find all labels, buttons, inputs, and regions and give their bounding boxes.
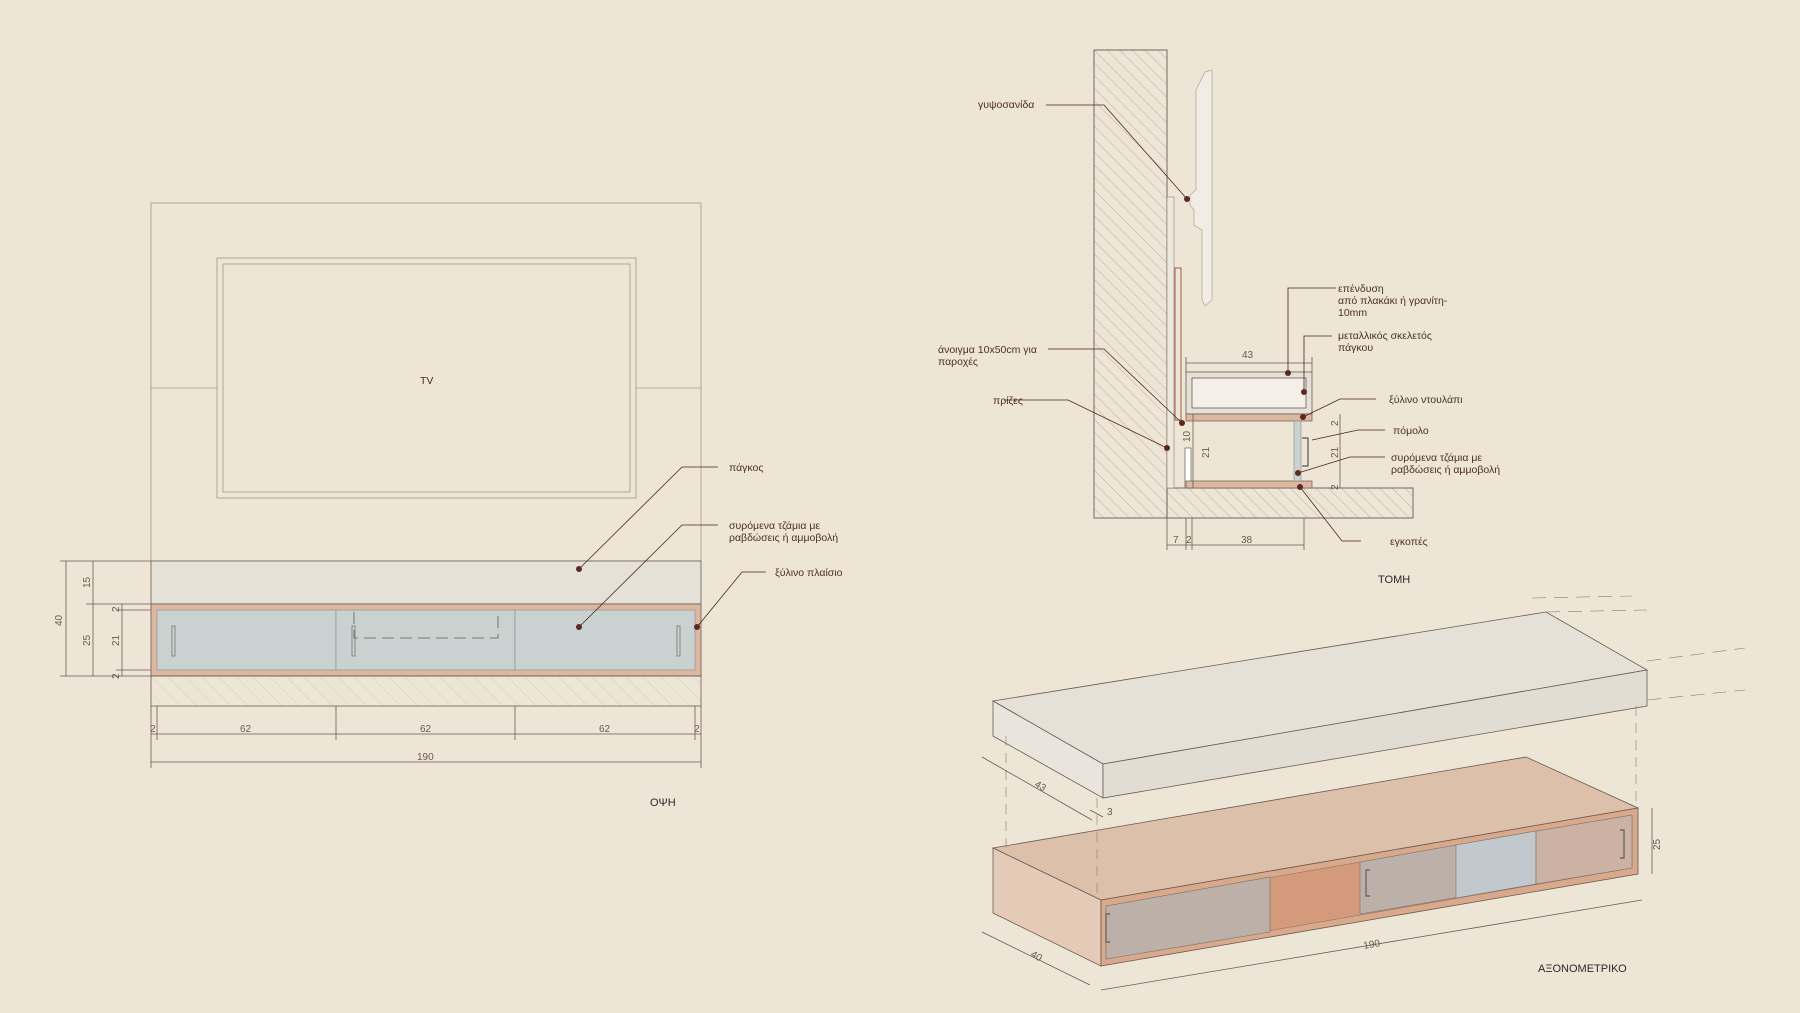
axo-dims: 43 3 25 40 190 bbox=[981, 756, 1663, 991]
dim-section-inner: 38 bbox=[1241, 535, 1253, 546]
elevation-title: ΟΨΗ bbox=[650, 797, 676, 809]
axonometric-title: ΑΞΟΝΟΜΕΤΡΙΚΟ bbox=[1538, 963, 1627, 975]
tv-label: TV bbox=[420, 375, 433, 387]
floor-slab bbox=[1166, 487, 1414, 519]
label-glass-1: συρόμενα τζάμια με bbox=[1391, 452, 1482, 464]
label-cladding-1: επένδυση bbox=[1338, 283, 1384, 295]
dim-section-upper: 10 bbox=[1182, 430, 1193, 442]
elevation-vertical-dims: 40 15 25 21 2 2 bbox=[54, 560, 151, 679]
axo-dim-width: 190 bbox=[1363, 938, 1382, 952]
dim-panel-3: 62 bbox=[599, 724, 611, 735]
label-counter: πάγκος bbox=[729, 462, 763, 474]
label-opening-2: παροχές bbox=[938, 356, 978, 368]
dim-bottom-thickness: 2 bbox=[111, 673, 122, 679]
label-metal-frame-1: μεταλλικός σκελετός bbox=[1338, 330, 1432, 342]
cabinet-top-shelf bbox=[1185, 413, 1313, 422]
label-glass-2: ραβδώσεις ή αμμοβολή bbox=[1391, 464, 1500, 476]
elevation-horizontal-dims: 2 62 62 62 2 190 bbox=[150, 706, 702, 768]
handle-section bbox=[1302, 437, 1309, 467]
label-sliding-glass-2: ραβδώσεις ή αμμοβολή bbox=[729, 532, 838, 544]
dim-section-lower: 21 bbox=[1201, 446, 1212, 458]
axo-dim-height: 25 bbox=[1652, 838, 1663, 850]
axo-counter-side bbox=[1102, 669, 1648, 799]
label-handle: πόμολο bbox=[1393, 425, 1429, 437]
section-title: ΤΟΜΗ bbox=[1378, 574, 1410, 586]
service-opening bbox=[1174, 267, 1182, 421]
label-metal-frame-2: πάγκου bbox=[1338, 342, 1373, 354]
dim-inner-height: 21 bbox=[111, 634, 122, 646]
metal-frame-section bbox=[1191, 377, 1307, 409]
dim-section-depth: 43 bbox=[1242, 350, 1254, 361]
tv-outer-frame bbox=[216, 257, 637, 499]
glass-panel-1 bbox=[156, 609, 337, 671]
label-cladding-3: 10mm bbox=[1338, 307, 1367, 319]
label-cladding-2: από πλακάκι ή γρανίτη- bbox=[1338, 295, 1448, 307]
label-opening-1: άνοιγμα 10x50cm για bbox=[938, 344, 1037, 356]
plasterboard-layer bbox=[1166, 196, 1175, 489]
dim-panel-2: 62 bbox=[420, 724, 432, 735]
section-leaders bbox=[1004, 104, 1385, 542]
masonry-wall bbox=[1093, 49, 1168, 519]
dim-body-height: 25 bbox=[82, 634, 93, 646]
dim-total-height: 40 bbox=[54, 614, 65, 626]
handle-right bbox=[676, 625, 681, 657]
dim-section-gap: 7 bbox=[1173, 535, 1179, 546]
dim-side-left: 2 bbox=[150, 724, 156, 735]
dim-counter-height: 15 bbox=[82, 576, 93, 588]
axo-dim-overhang: 3 bbox=[1107, 807, 1113, 818]
label-wood-frame: ξύλινο πλαίσιο bbox=[775, 567, 843, 579]
handle-left bbox=[171, 625, 176, 657]
elevation-leaders bbox=[576, 466, 766, 630]
dim-section-mid: 21 bbox=[1330, 446, 1341, 458]
label-notches: εγκοπές bbox=[1390, 536, 1428, 548]
section-view: 43 10 21 2 21 2 7 2 38 bbox=[938, 49, 1500, 586]
base-plinth bbox=[150, 675, 702, 707]
section-dims: 43 10 21 2 21 2 7 2 38 bbox=[1166, 350, 1341, 550]
glass-section bbox=[1293, 420, 1302, 482]
cabinet-bottom-shelf bbox=[1185, 480, 1313, 489]
axo-dim-depth: 40 bbox=[1029, 949, 1045, 964]
dim-section-side: 2 bbox=[1186, 535, 1192, 546]
tv-side-profile bbox=[1189, 69, 1213, 307]
axo-glass-4 bbox=[1535, 814, 1633, 885]
dim-top-thickness: 2 bbox=[111, 606, 122, 612]
label-plasterboard: γυψοσανίδα bbox=[978, 99, 1034, 111]
dim-total-width: 190 bbox=[417, 752, 434, 763]
glass-panel-3 bbox=[514, 609, 696, 671]
label-sliding-glass-1: συρόμενα τζάμια με bbox=[729, 520, 820, 532]
dim-panel-1: 62 bbox=[240, 724, 252, 735]
label-wood-cabinet: ξύλινο ντουλάπι bbox=[1389, 394, 1463, 406]
handle-center bbox=[351, 625, 356, 657]
tv-screen bbox=[222, 263, 631, 493]
label-sockets: πρίζες bbox=[993, 395, 1023, 407]
glass-panel-2 bbox=[335, 609, 516, 671]
axonometric-view: 43 3 25 40 190 ΑΞΟΝΟΜΕΤΡΙΚΟ bbox=[981, 595, 1746, 991]
counter-slab bbox=[150, 560, 702, 605]
dim-section-top: 2 bbox=[1330, 420, 1341, 426]
axo-dim-counter-depth: 43 bbox=[1033, 779, 1049, 794]
elevation-view: TV 40 15 25 21 2 2 bbox=[54, 202, 843, 809]
dim-side-right: 2 bbox=[694, 724, 700, 735]
dim-section-bottom: 2 bbox=[1330, 484, 1341, 490]
